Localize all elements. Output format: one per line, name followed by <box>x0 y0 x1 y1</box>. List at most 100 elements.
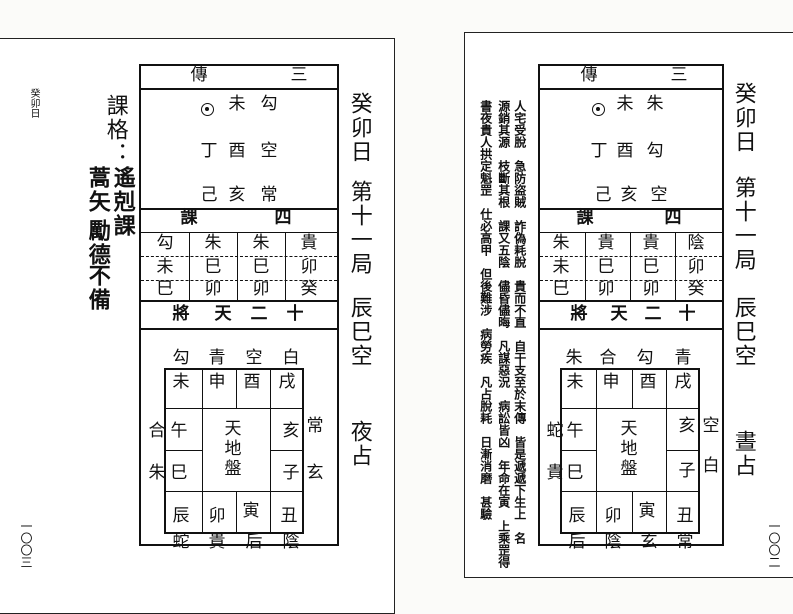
right-chuan-3-a: 己 <box>594 185 612 205</box>
left-chuan-circle <box>201 101 214 120</box>
left-jiang-1: 天 <box>214 304 232 324</box>
target-circle-icon <box>592 103 605 116</box>
left-ke-label-left: 課 <box>180 208 198 228</box>
right-ke-label-left: 課 <box>576 208 594 228</box>
left-right-branch-0: 亥 <box>282 421 300 441</box>
right-right-god-1: 白 <box>702 456 720 476</box>
left-header: 癸卯日 <box>28 88 39 118</box>
left-top-god-2: 空 <box>245 348 263 368</box>
right-ke-r2-0: 未 <box>552 257 570 277</box>
right-right-god-0: 空 <box>702 416 720 436</box>
right-bottom-branch-0: 辰 <box>568 506 586 526</box>
right-center-1: 地 <box>620 439 638 459</box>
left-jiang-0: 將 <box>172 304 190 324</box>
left-right-god-0: 常 <box>306 416 324 436</box>
left-chuan-label-right: 三 <box>290 65 308 85</box>
left-bottom-god-2: 后 <box>245 532 263 552</box>
right-top-god-2: 勾 <box>636 348 654 368</box>
right-chuan-2-a: 丁 <box>590 141 608 161</box>
right-top-branch-1: 申 <box>602 372 620 392</box>
right-bottom-god-3: 常 <box>676 532 694 552</box>
left-bottom-god-0: 蛇 <box>172 532 190 552</box>
right-chuan-1-b: 未 <box>616 94 634 114</box>
right-right-branch-1: 子 <box>678 461 696 481</box>
right-right-branch-0: 亥 <box>678 416 696 436</box>
right-left-god-1: 貴 <box>546 463 564 483</box>
right-ke-r2-1: 巳 <box>597 257 615 277</box>
left-ke-r3-2: 卯 <box>252 279 270 299</box>
left-title-col1: 癸卯日 <box>346 92 372 164</box>
left-plate-grid <box>164 368 304 534</box>
left-bottom-branch-0: 辰 <box>172 506 190 526</box>
right-notes-col1: 人宅受脫 急防盜賊 詐偽耗脫 貴而不直 自干支至於末傳 皆是遞遞下生上 名 <box>512 100 527 544</box>
left-top-branch-2: 酉 <box>243 372 261 392</box>
right-bottom-god-1: 陰 <box>604 532 622 552</box>
left-left-branch-0: 午 <box>170 421 188 441</box>
right-bottom-god-2: 玄 <box>640 532 658 552</box>
left-top-god-3: 白 <box>282 348 300 368</box>
right-center-2: 盤 <box>620 459 638 479</box>
left-ke-r1-2: 朱 <box>252 233 270 253</box>
left-ke-r2-1: 巳 <box>204 257 222 277</box>
left-ke-r3-3: 癸 <box>300 279 318 299</box>
right-ke-r3-3: 癸 <box>687 279 705 299</box>
right-ke-r2-2: 巳 <box>642 257 660 277</box>
right-jiang-1: 天 <box>610 304 628 324</box>
left-chuan-3-c: 常 <box>260 185 278 205</box>
left-title-col3: 辰巳空 <box>346 296 372 368</box>
right-center-0: 天 <box>620 419 638 439</box>
left-side-line-2: 蒿矢 <box>84 166 111 214</box>
right-chuan-2-c: 勾 <box>646 141 664 161</box>
left-top-god-1: 青 <box>208 348 226 368</box>
right-chuan-1-c: 朱 <box>646 94 664 114</box>
left-side-line-3: 勵德 <box>84 219 111 267</box>
right-ke-r1-3: 陰 <box>687 233 705 253</box>
left-ke-r2-0: 未 <box>156 257 174 277</box>
right-top-branch-0: 未 <box>566 372 584 392</box>
left-top-god-0: 勾 <box>172 348 190 368</box>
right-ke-r3-1: 卯 <box>597 279 615 299</box>
right-top-god-3: 青 <box>674 348 692 368</box>
left-right-branch-1: 子 <box>282 463 300 483</box>
right-ke-r1-2: 貴 <box>642 233 660 253</box>
left-chuan-1-b: 未 <box>228 94 246 114</box>
left-page-number: 一〇〇三 <box>19 520 33 568</box>
right-jiang-0: 將 <box>570 304 588 324</box>
right-page-number: 一〇〇二 <box>767 520 781 568</box>
right-ke-r1-0: 朱 <box>552 233 570 253</box>
left-chuan-3-b: 亥 <box>228 185 246 205</box>
left-title-col4: 夜占 <box>346 420 372 468</box>
left-ke-label-right: 四 <box>274 208 292 228</box>
right-chart-box <box>538 64 724 546</box>
right-bottom-branch-1: 卯 <box>604 506 622 526</box>
left-ke-r1-3: 貴 <box>300 233 318 253</box>
left-bottom-god-1: 貴 <box>208 532 226 552</box>
right-top-god-1: 合 <box>599 348 617 368</box>
left-jiang-2: 二 <box>250 304 268 324</box>
right-notes-col2: 源銷其源 枝斷其根 課又五陰 儘昏儘晦 凡謀惡況 病訟皆凶 年命在寅 上乘罡得 <box>496 100 511 568</box>
right-jiang-2: 二 <box>644 304 662 324</box>
left-bottom-branch-3: 丑 <box>280 506 298 526</box>
right-top-branch-3: 戌 <box>674 372 692 392</box>
right-ke-r2-3: 卯 <box>687 257 705 277</box>
left-ke-r2-2: 巳 <box>252 257 270 277</box>
right-top-god-0: 朱 <box>565 348 583 368</box>
right-left-branch-1: 巳 <box>566 463 584 483</box>
left-chuan-2-c: 空 <box>260 141 278 161</box>
right-top-branch-2: 酉 <box>639 372 657 392</box>
left-left-god-0: 合 <box>148 421 166 441</box>
left-jiang-3: 十 <box>286 304 304 324</box>
right-notes-col3: 書夜貴人拱定魁罡 仕必高甲 但後難涉 病勞疾 凡占脫耗 日漸消磨 甚驗 <box>478 100 493 520</box>
left-ke-r1-1: 朱 <box>204 233 222 253</box>
left-bottom-branch-1: 卯 <box>208 506 226 526</box>
target-circle-icon <box>201 103 214 116</box>
left-center-0: 天 <box>224 419 242 439</box>
right-bottom-god-0: 后 <box>568 532 586 552</box>
right-jiang-3: 十 <box>678 304 696 324</box>
left-ke-r2-3: 卯 <box>300 257 318 277</box>
right-ke-r3-2: 卯 <box>642 279 660 299</box>
left-side-line-4: 不備 <box>84 264 111 312</box>
left-right-god-1: 玄 <box>306 463 324 483</box>
right-left-god-0: 蛇 <box>546 421 564 441</box>
left-top-branch-0: 未 <box>172 372 190 392</box>
